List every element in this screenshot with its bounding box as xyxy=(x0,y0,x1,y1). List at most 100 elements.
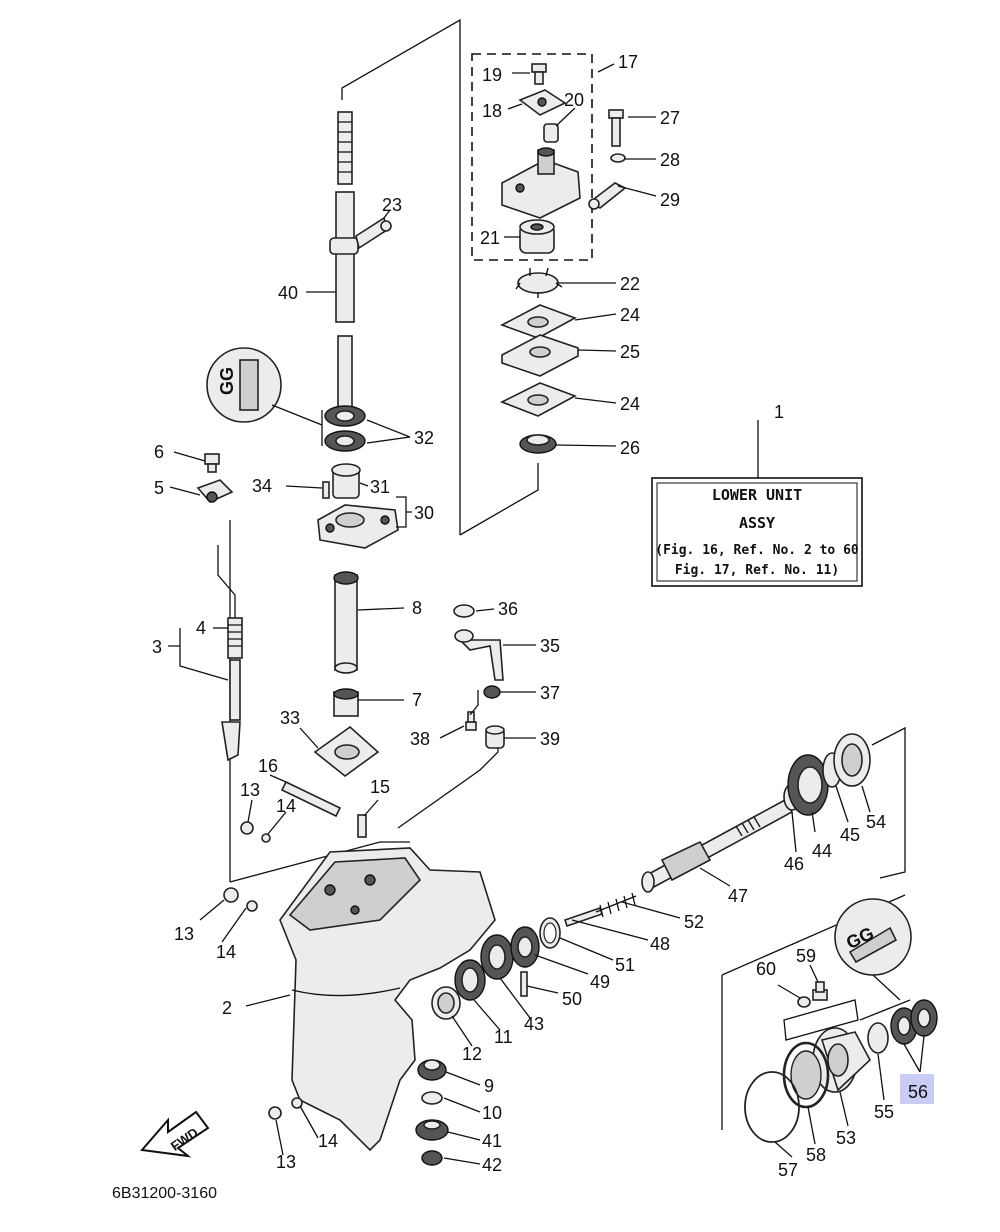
callout-8: 8 xyxy=(412,598,422,618)
callout-55: 55 xyxy=(874,1102,894,1122)
washer-28 xyxy=(610,153,626,163)
assembly-box-note-2: Fig. 17, Ref. No. 11) xyxy=(675,563,839,578)
callout-58: 58 xyxy=(806,1145,826,1165)
grease-magnifier-upper: GG xyxy=(206,347,323,426)
plate-33 xyxy=(313,725,380,778)
callout-47: 47 xyxy=(728,886,748,906)
sleeve-tube-8 xyxy=(333,571,359,674)
bearing-housing-53 xyxy=(812,1027,871,1093)
grommet-36 xyxy=(453,604,475,618)
gear-43 xyxy=(480,934,514,980)
seal-26 xyxy=(519,434,557,454)
callout-46: 46 xyxy=(784,854,804,874)
callout-20: 20 xyxy=(564,90,584,110)
callout-52: 52 xyxy=(684,912,704,932)
callout-15: 15 xyxy=(370,777,390,797)
callout-10: 10 xyxy=(482,1103,502,1123)
clip-23 xyxy=(355,216,392,250)
callout-14-b: 14 xyxy=(216,942,236,962)
bearing-55 xyxy=(867,1022,889,1054)
o-ring-57 xyxy=(744,1071,800,1143)
bearing-32 xyxy=(321,405,366,452)
callout-41: 41 xyxy=(482,1131,502,1151)
callout-5: 5 xyxy=(154,478,164,498)
spring-52 xyxy=(595,892,637,918)
gasket-16 xyxy=(280,780,342,818)
callout-33: 33 xyxy=(280,708,300,728)
lower-unit-assy-box: LOWER UNIT ASSY (Fig. 16, Ref. No. 2 to … xyxy=(651,477,863,587)
plate-25 xyxy=(501,334,579,377)
figure-code: 6B31200-3160 xyxy=(112,1185,217,1202)
shift-rod xyxy=(217,545,243,762)
bushing-7 xyxy=(333,688,359,717)
cover-18 xyxy=(518,89,567,116)
callout-36: 36 xyxy=(498,599,518,619)
callout-59: 59 xyxy=(796,946,816,966)
forward-gear-44 xyxy=(787,754,829,816)
callout-43: 43 xyxy=(524,1014,544,1034)
callout-12: 12 xyxy=(462,1044,482,1064)
nut-42 xyxy=(421,1150,443,1166)
callout-37: 37 xyxy=(540,683,560,703)
callout-18: 18 xyxy=(482,101,502,121)
pin-34 xyxy=(322,481,330,499)
bearing-49 xyxy=(510,926,540,968)
water-tube-35 xyxy=(454,629,504,681)
seal-12 xyxy=(431,986,461,1020)
callout-16: 16 xyxy=(258,756,278,776)
rubber-39 xyxy=(485,725,505,749)
callout-29: 29 xyxy=(660,190,680,210)
callout-38: 38 xyxy=(410,729,430,749)
callout-48: 48 xyxy=(650,934,670,954)
pin-15 xyxy=(357,814,367,838)
bolt-13-a xyxy=(240,821,254,835)
sleeve-31 xyxy=(331,463,361,499)
cartridge-21 xyxy=(519,219,555,254)
assembly-box-subtitle: ASSY xyxy=(739,514,775,532)
callout-32: 32 xyxy=(414,428,434,448)
callout-30: 30 xyxy=(414,503,434,523)
grease-label: GG xyxy=(217,367,237,395)
callout-51: 51 xyxy=(615,955,635,975)
callout-14-c: 14 xyxy=(318,1131,338,1151)
drive-shaft xyxy=(329,111,359,409)
bearing-54 xyxy=(833,733,871,787)
callout-21: 21 xyxy=(480,228,500,248)
fwd-arrow: FWD xyxy=(140,1110,210,1158)
lower-case-housing-2 xyxy=(279,847,496,1152)
callout-44: 44 xyxy=(812,841,832,861)
callout-40: 40 xyxy=(278,283,298,303)
gasket-24-upper xyxy=(500,304,577,339)
callout-22: 22 xyxy=(620,274,640,294)
washer-14-c xyxy=(291,1097,303,1109)
bolt-38 xyxy=(465,711,477,731)
callout-31: 31 xyxy=(370,477,390,497)
callout-numbers: 19 18 20 17 27 28 29 21 22 24 25 24 26 2… xyxy=(152,52,928,1180)
callout-42: 42 xyxy=(482,1155,502,1175)
assembly-box-note-1: (Fig. 16, Ref. No. 2 to 60 xyxy=(655,543,859,558)
callout-39: 39 xyxy=(540,729,560,749)
gasket-24-lower xyxy=(500,382,577,417)
callout-24-lower: 24 xyxy=(620,394,640,414)
callout-24-upper: 24 xyxy=(620,305,640,325)
washer-14-a xyxy=(261,833,271,843)
leader-lines xyxy=(168,63,925,1165)
bolt-27 xyxy=(608,109,624,147)
callout-3: 3 xyxy=(152,637,162,657)
bearing-9 xyxy=(417,1059,447,1081)
callout-7: 7 xyxy=(412,690,422,710)
bolt-6 xyxy=(204,453,220,473)
callout-19: 19 xyxy=(482,65,502,85)
callout-56: 56 xyxy=(908,1082,928,1102)
pump-housing xyxy=(501,147,581,219)
grommet-37 xyxy=(483,685,501,699)
callout-57: 57 xyxy=(778,1160,798,1180)
callout-34: 34 xyxy=(252,476,272,496)
bearing-housing-30 xyxy=(317,504,399,549)
callout-6: 6 xyxy=(154,442,164,462)
callout-60: 60 xyxy=(756,959,776,979)
bearing-11 xyxy=(454,959,486,1001)
callout-4: 4 xyxy=(196,618,206,638)
callout-11: 11 xyxy=(494,1027,513,1047)
